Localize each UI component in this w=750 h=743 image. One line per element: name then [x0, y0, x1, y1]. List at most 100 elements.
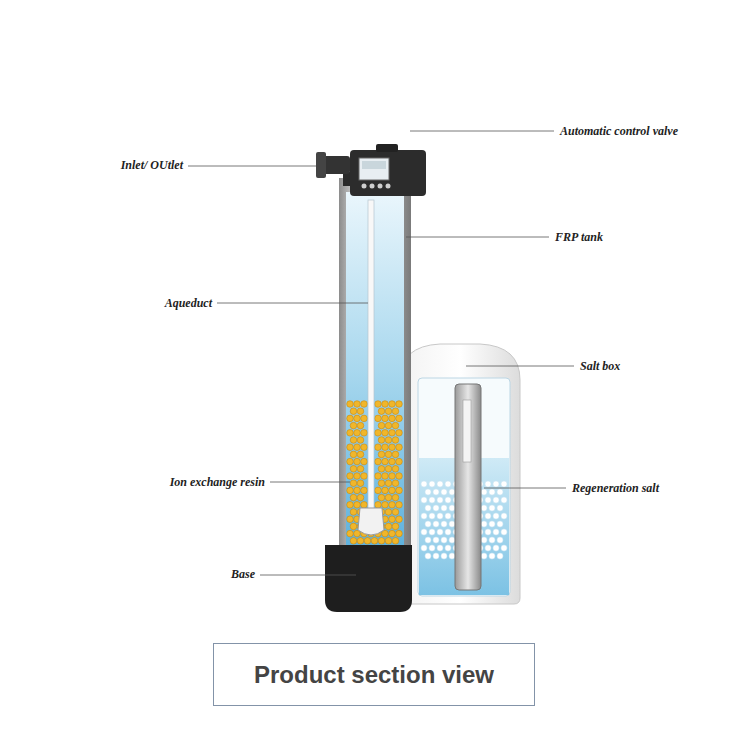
resin-bead	[354, 487, 361, 494]
salt-ball	[449, 521, 455, 527]
resin-bead	[350, 466, 357, 473]
salt-ball	[429, 513, 435, 519]
part-label: Base	[231, 567, 255, 581]
resin-bead	[354, 502, 361, 509]
resin-bead	[361, 415, 368, 422]
salt-ball	[429, 481, 435, 487]
salt-ball	[449, 553, 455, 559]
resin-bead	[378, 451, 385, 458]
resin-bead	[392, 437, 399, 444]
resin-bead	[389, 444, 396, 451]
resin-bead	[354, 444, 361, 451]
salt-ball	[489, 521, 495, 527]
resin-bead	[357, 480, 364, 487]
resin-bead	[350, 494, 357, 501]
salt-ball	[441, 489, 447, 495]
resin-bead	[396, 502, 403, 509]
salt-ball	[433, 489, 439, 495]
salt-ball	[481, 553, 487, 559]
resin-bead	[378, 480, 385, 487]
resin-bead	[392, 451, 399, 458]
resin-bead	[385, 466, 392, 473]
salt-ball	[433, 537, 439, 543]
resin-bead	[382, 430, 389, 437]
salt-ball	[497, 521, 503, 527]
salt-ball	[481, 537, 487, 543]
resin-bead	[392, 538, 399, 545]
resin-bead	[385, 422, 392, 429]
salt-ball	[441, 521, 447, 527]
resin-bead	[357, 494, 364, 501]
resin-bead	[389, 487, 396, 494]
resin-bead	[385, 451, 392, 458]
resin-bead	[350, 408, 357, 415]
salt-ball	[421, 545, 427, 551]
resin-bead	[347, 516, 354, 523]
salt-ball	[437, 545, 443, 551]
resin-bead	[392, 480, 399, 487]
resin-bead	[347, 487, 354, 494]
resin-bead	[385, 480, 392, 487]
resin-bead	[392, 422, 399, 429]
resin-bead	[375, 473, 382, 480]
resin-bead	[371, 538, 378, 545]
resin-bead	[382, 487, 389, 494]
salt-ball	[501, 545, 507, 551]
salt-ball	[489, 505, 495, 511]
salt-ball	[481, 505, 487, 511]
salt-ball	[493, 529, 499, 535]
resin-bead	[350, 509, 357, 516]
resin-bead	[382, 473, 389, 480]
salt-ball	[489, 489, 495, 495]
resin-bead	[392, 408, 399, 415]
resin-bead	[396, 430, 403, 437]
salt-ball	[449, 537, 455, 543]
resin-bead	[385, 494, 392, 501]
salt-ball	[501, 513, 507, 519]
resin-bead	[396, 516, 403, 523]
resin-bead	[357, 408, 364, 415]
salt-ball	[497, 505, 503, 511]
resin-bead	[361, 487, 368, 494]
part-label: Inlet/ OUtlet	[121, 158, 183, 172]
part-label: Automatic control valve	[560, 124, 678, 138]
salt-ball	[445, 545, 451, 551]
salt-ball	[425, 489, 431, 495]
salt-ball	[433, 521, 439, 527]
salt-ball	[429, 497, 435, 503]
caption-box: Product section view	[213, 643, 535, 706]
part-label: FRP tank	[555, 230, 603, 244]
resin-bead	[361, 430, 368, 437]
salt-ball	[421, 529, 427, 535]
part-label: Regeneration salt	[572, 481, 659, 495]
resin-bead	[375, 458, 382, 465]
salt-ball	[441, 537, 447, 543]
salt-ball	[493, 545, 499, 551]
salt-ball	[421, 497, 427, 503]
resin-bead	[396, 401, 403, 408]
salt-ball	[501, 481, 507, 487]
resin-bead	[378, 422, 385, 429]
resin-bead	[350, 451, 357, 458]
resin-bead	[389, 530, 396, 537]
resin-bead	[357, 466, 364, 473]
resin-bead	[396, 444, 403, 451]
resin-bead	[354, 430, 361, 437]
salt-ball	[445, 513, 451, 519]
salt-ball	[493, 481, 499, 487]
part-label: Ion exchange resin	[170, 475, 265, 489]
resin-bead	[392, 523, 399, 530]
resin-bead	[382, 502, 389, 509]
salt-ball	[437, 497, 443, 503]
resin-bead	[357, 422, 364, 429]
resin-bead	[385, 509, 392, 516]
salt-ball	[485, 529, 491, 535]
salt-ball	[501, 497, 507, 503]
resin-bead	[389, 415, 396, 422]
resin-bead	[354, 401, 361, 408]
salt-ball	[433, 505, 439, 511]
resin-bead	[389, 502, 396, 509]
salt-ball	[441, 505, 447, 511]
resin-bead	[382, 444, 389, 451]
